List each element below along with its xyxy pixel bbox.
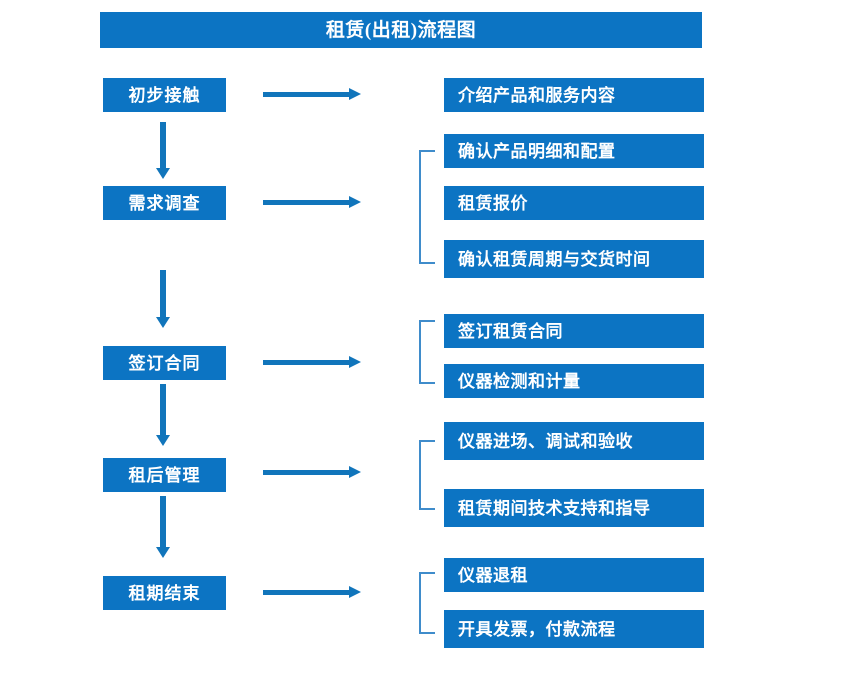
- arrow-down-1-to-2: [156, 122, 170, 179]
- chart-title: 租赁(出租)流程图: [100, 12, 702, 48]
- arrow-shaft: [263, 92, 350, 97]
- arrow-down-2-to-3: [156, 270, 170, 328]
- stage-box-1[interactable]: 初步接触: [103, 78, 226, 112]
- arrow-shaft: [263, 590, 350, 595]
- arrow-head: [156, 317, 170, 328]
- detail-box-5[interactable]: 签订租赁合同: [444, 314, 704, 348]
- detail-box-4[interactable]: 确认租赁周期与交货时间: [444, 240, 704, 278]
- arrow-shaft: [160, 384, 166, 435]
- arrow-head: [349, 466, 361, 478]
- arrow-shaft: [263, 360, 350, 365]
- arrow-head: [349, 196, 361, 208]
- group-bracket-2: [419, 150, 435, 264]
- arrow-head: [349, 586, 361, 598]
- detail-box-8[interactable]: 租赁期间技术支持和指导: [444, 489, 704, 527]
- arrow-shaft: [160, 496, 166, 547]
- arrow-head: [156, 435, 170, 446]
- arrow-head: [349, 356, 361, 368]
- arrow-right-stage-4: [263, 466, 361, 478]
- arrow-shaft: [160, 270, 166, 317]
- arrow-shaft: [263, 200, 350, 205]
- arrow-head: [349, 88, 361, 100]
- detail-box-10[interactable]: 开具发票，付款流程: [444, 610, 704, 648]
- group-bracket-4: [419, 440, 435, 510]
- arrow-head: [156, 547, 170, 558]
- detail-box-6[interactable]: 仪器检测和计量: [444, 364, 704, 398]
- arrow-right-stage-5: [263, 586, 361, 598]
- detail-box-2[interactable]: 确认产品明细和配置: [444, 134, 704, 168]
- detail-box-9[interactable]: 仪器退租: [444, 558, 704, 592]
- arrow-right-stage-1: [263, 88, 361, 100]
- group-bracket-3: [419, 320, 435, 384]
- stage-box-2[interactable]: 需求调查: [103, 186, 226, 220]
- stage-box-5[interactable]: 租期结束: [103, 576, 226, 610]
- stage-box-3[interactable]: 签订合同: [103, 346, 226, 380]
- arrow-head: [156, 168, 170, 179]
- arrow-down-4-to-5: [156, 496, 170, 558]
- detail-box-3[interactable]: 租赁报价: [444, 186, 704, 220]
- arrow-right-stage-2: [263, 196, 361, 208]
- arrow-shaft: [160, 122, 166, 168]
- arrow-right-stage-3: [263, 356, 361, 368]
- arrow-down-3-to-4: [156, 384, 170, 446]
- stage-box-4[interactable]: 租后管理: [103, 458, 226, 492]
- group-bracket-5: [419, 572, 435, 634]
- arrow-shaft: [263, 470, 350, 475]
- detail-box-7[interactable]: 仪器进场、调试和验收: [444, 422, 704, 460]
- detail-box-1[interactable]: 介绍产品和服务内容: [444, 78, 704, 112]
